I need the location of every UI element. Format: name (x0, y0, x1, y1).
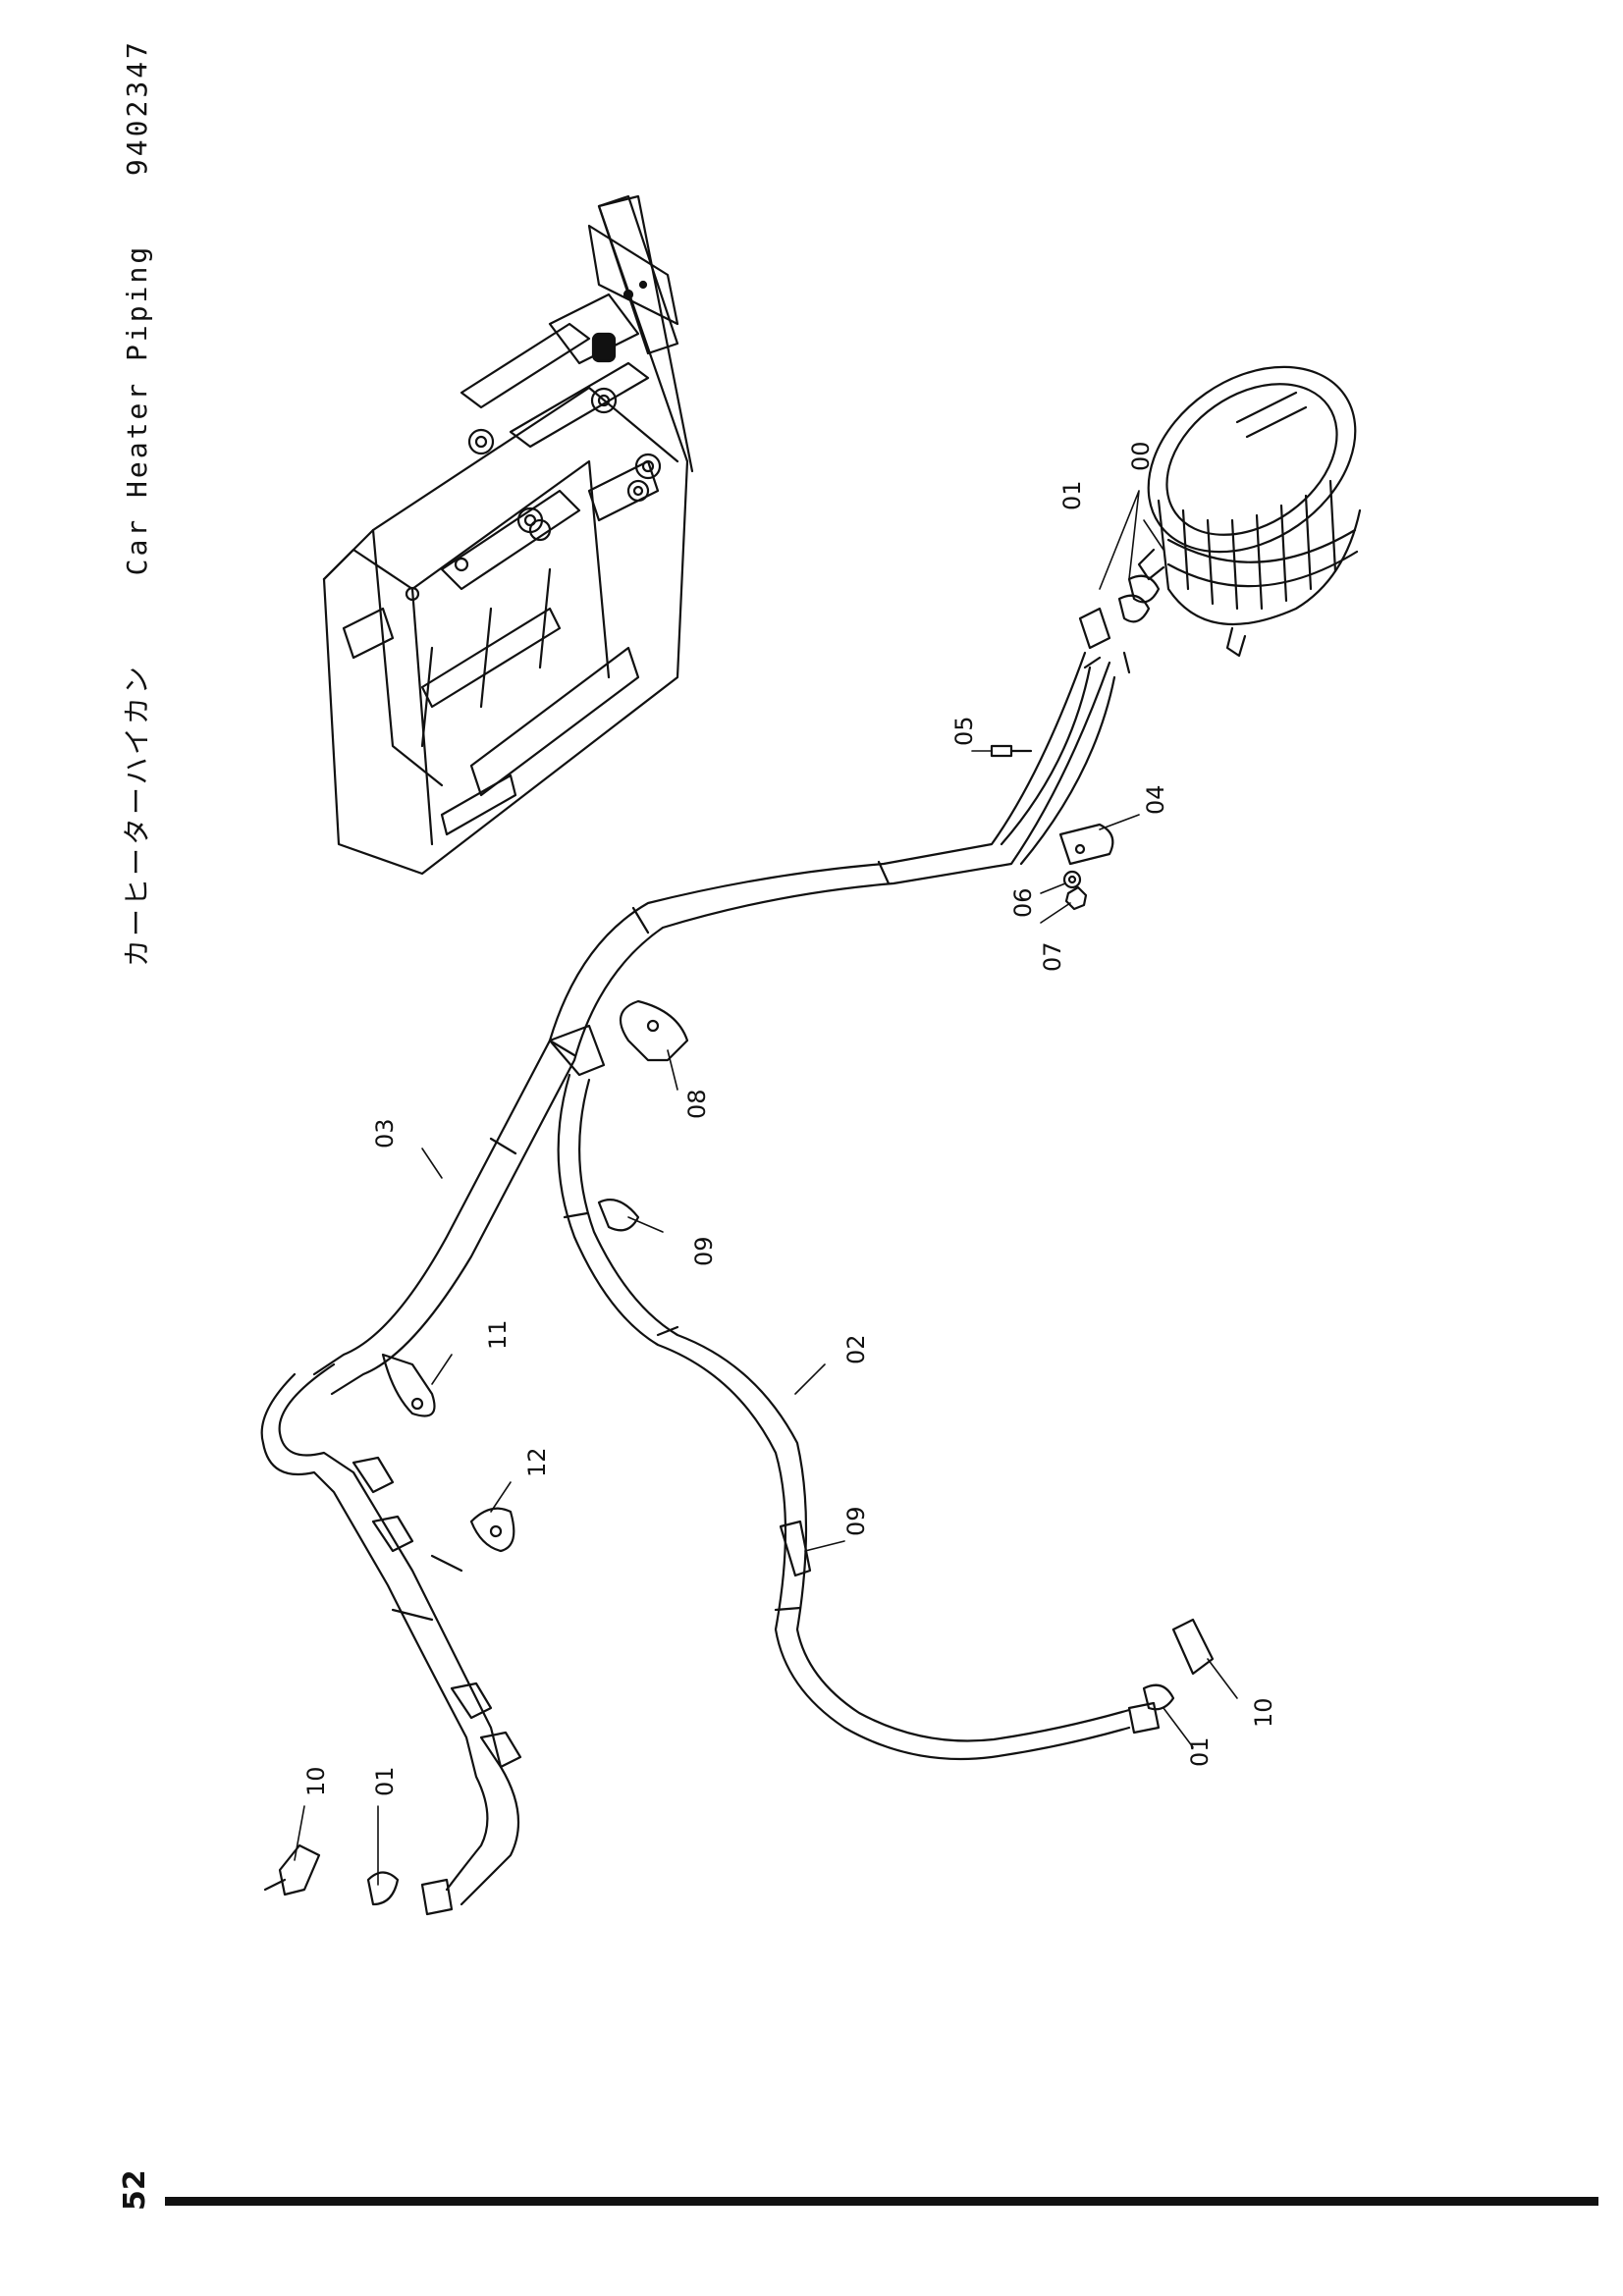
callout-10-lower-left: 10 (302, 1766, 330, 1796)
hose-02 (557, 1073, 1131, 1761)
clamp-12 (469, 1507, 515, 1553)
callout-09-lower: 09 (842, 1506, 870, 1536)
callout-01-lower-right: 01 (1186, 1736, 1214, 1767)
clamp-08 (619, 999, 689, 1062)
nut-07 (1064, 885, 1088, 911)
callout-02: 02 (842, 1334, 870, 1364)
leader-lines (294, 490, 1238, 1886)
washer-06 (1062, 870, 1082, 889)
clamps-lower-hose (352, 1456, 522, 1769)
callout-07: 07 (1039, 941, 1066, 972)
callout-06: 06 (1009, 887, 1037, 918)
callout-11: 11 (484, 1319, 512, 1350)
callout-12: 12 (523, 1447, 551, 1477)
hose-upper-heater (1000, 651, 1131, 866)
machine-frame-illustration (322, 194, 694, 876)
fittings-lower-left (263, 1843, 454, 1916)
callout-00: 00 (1127, 441, 1155, 471)
clamp-11 (381, 1353, 436, 1417)
callout-05: 05 (950, 716, 978, 746)
callout-09-upper: 09 (690, 1236, 718, 1266)
clamp-08b (548, 1024, 606, 1077)
fittings-heater-inlet (1078, 574, 1161, 650)
fittings-lower-right (1127, 1618, 1215, 1735)
clip-09b (779, 1520, 812, 1577)
heater-unit-00 (1137, 365, 1362, 658)
footer-rule (165, 2197, 1598, 2206)
callout-01-heater: 01 (1058, 480, 1086, 510)
callout-08: 08 (683, 1089, 711, 1119)
clip-09a (597, 1199, 640, 1232)
callout-03: 03 (371, 1118, 399, 1148)
bolt-05 (990, 744, 1033, 758)
callout-10-lower-right: 10 (1250, 1697, 1277, 1728)
clamp-04 (1058, 823, 1114, 866)
callout-04: 04 (1142, 784, 1169, 815)
page-number: 52 (118, 2169, 152, 2211)
callout-01-lower-left: 01 (371, 1766, 399, 1796)
hose-03 (260, 651, 1111, 1906)
